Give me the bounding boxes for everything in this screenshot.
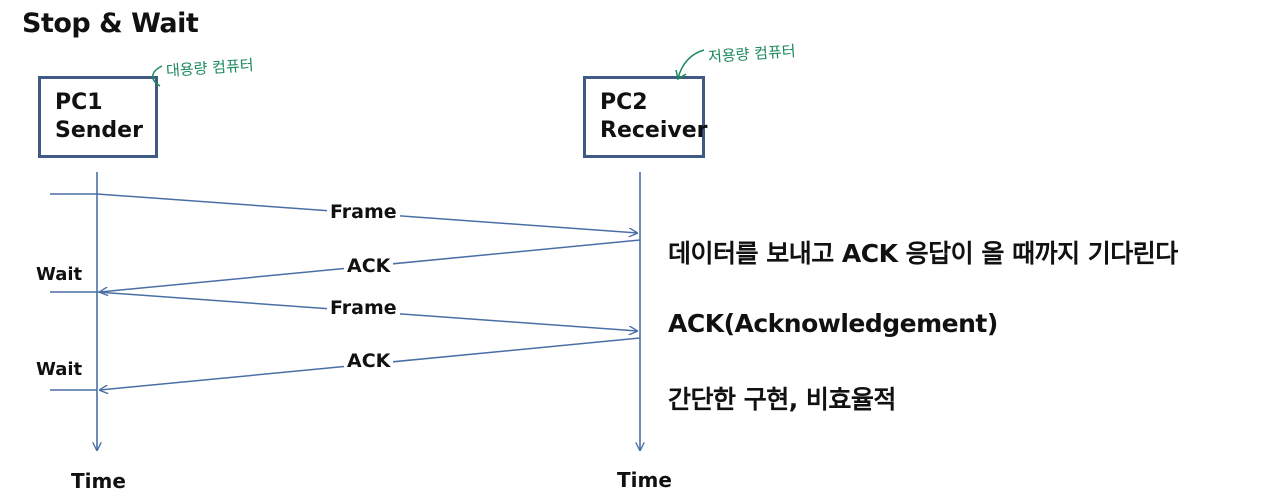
diagram-title: Stop & Wait xyxy=(22,8,199,39)
receiver-time-label: Time xyxy=(617,468,672,492)
pc2-role: Receiver xyxy=(600,118,708,143)
frame-label-2: Frame xyxy=(327,298,400,318)
sender-time-label: Time xyxy=(71,469,126,493)
pc1-name: PC1 xyxy=(55,90,103,115)
description-ack: ACK(Acknowledgement) xyxy=(668,309,998,338)
description-tradeoff: 간단한 구현, 비효율적 xyxy=(668,385,896,414)
pc1-role: Sender xyxy=(55,118,143,143)
wait-label-1: Wait xyxy=(36,264,83,285)
pc1-sender-box: PC1 Sender xyxy=(38,76,158,158)
pc2-receiver-box: PC2 Receiver xyxy=(583,76,708,158)
ack-label-1: ACK xyxy=(344,256,394,276)
pc2-name: PC2 xyxy=(600,90,648,115)
pc1-note-pointer xyxy=(152,65,163,87)
description-stop-and-wait: 데이터를 보내고 ACK 응답이 올 때까지 기다린다 xyxy=(668,239,1178,268)
pc2-note-pointer xyxy=(677,49,705,79)
pc2-note-pointer-head xyxy=(675,69,687,81)
frame-label-1: Frame xyxy=(327,202,400,222)
wait-label-2: Wait xyxy=(36,359,83,380)
ack-label-2: ACK xyxy=(344,351,394,371)
